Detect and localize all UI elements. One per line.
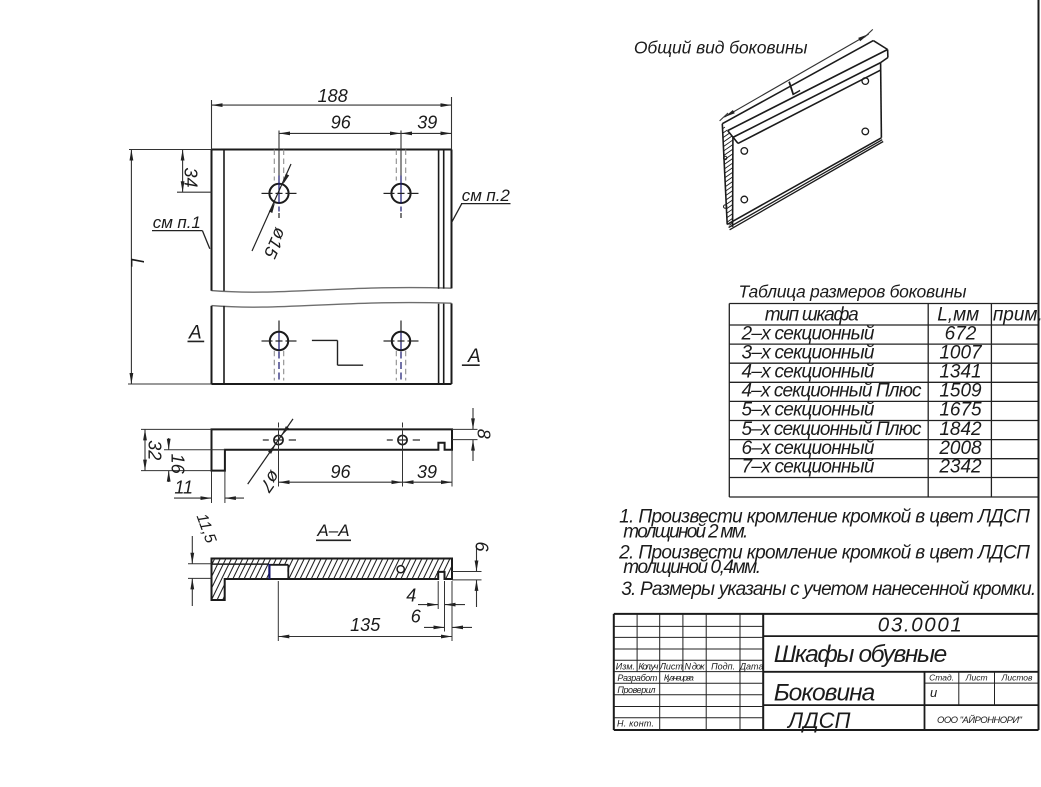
svg-text:Н. конт.: Н. конт. xyxy=(617,719,654,729)
svg-text:Таблица размеров боковины: Таблица размеров боковины xyxy=(739,282,967,302)
svg-text:Общий вид боковины: Общий вид боковины xyxy=(634,38,808,58)
svg-text:4–х секционный Плюс: 4–х секционный Плюс xyxy=(742,381,923,402)
svg-text:1007: 1007 xyxy=(939,342,983,363)
svg-text:135: 135 xyxy=(350,615,381,635)
svg-text:2–х секционный: 2–х секционный xyxy=(741,323,875,344)
svg-text:Разработ: Разработ xyxy=(617,673,658,683)
svg-text:11: 11 xyxy=(174,478,193,498)
svg-text:7–х секционный: 7–х секционный xyxy=(742,457,875,478)
svg-text:03.0001: 03.0001 xyxy=(878,614,962,637)
svg-text:1509: 1509 xyxy=(939,381,982,402)
svg-text:39: 39 xyxy=(417,462,437,482)
svg-text:1. Произвести кромление кро: 1. Произвести кромление кромкой в цвет Л… xyxy=(619,507,1030,528)
svg-text:ЛДСП: ЛДСП xyxy=(786,708,850,733)
svg-text:толщиной 0,4мм.: толщиной 0,4мм. xyxy=(623,557,761,578)
svg-text:Листов: Листов xyxy=(1001,673,1034,683)
svg-text:4: 4 xyxy=(406,585,416,605)
svg-text:1842: 1842 xyxy=(939,419,982,440)
svg-text:ООО "АЙРОННОРИ": ООО "АЙРОННОРИ" xyxy=(937,714,1023,726)
svg-text:6: 6 xyxy=(411,606,422,626)
svg-text:Проверил: Проверил xyxy=(617,685,655,695)
svg-text:N док: N док xyxy=(685,662,706,672)
svg-text:толщиной 2 мм.: толщиной 2 мм. xyxy=(623,521,748,542)
svg-text:6–х секционный: 6–х секционный xyxy=(742,438,875,459)
svg-text:тип шкафа: тип шкафа xyxy=(765,304,859,325)
svg-text:16: 16 xyxy=(168,454,188,475)
svg-text:Шкафы обувные: Шкафы обувные xyxy=(774,641,948,668)
svg-text:L,мм: L,мм xyxy=(937,304,979,325)
svg-text:A–A: A–A xyxy=(316,521,349,540)
svg-text:96: 96 xyxy=(331,112,352,132)
svg-text:A: A xyxy=(467,346,481,367)
svg-text:32: 32 xyxy=(144,440,164,460)
svg-text:3. Размеры указаны с учето: 3. Размеры указаны с учетом нанесенной к… xyxy=(621,579,1036,600)
svg-text:96: 96 xyxy=(330,462,351,482)
svg-text:Изм.: Изм. xyxy=(616,662,635,672)
svg-text:672: 672 xyxy=(945,323,977,344)
svg-text:6: 6 xyxy=(471,541,491,552)
svg-text:Стад.: Стад. xyxy=(929,673,954,683)
svg-text:5–х секционный: 5–х секционный xyxy=(742,400,875,421)
svg-text:5–х секционный Плюс: 5–х секционный Плюс xyxy=(742,419,923,440)
svg-text:Кузнецова: Кузнецова xyxy=(664,673,694,683)
svg-text:2. Произвести кромление кро: 2. Произвести кромление кромкой в цвет Л… xyxy=(618,543,1030,564)
svg-text:Подп.: Подп. xyxy=(711,662,735,672)
svg-text:Кол.уч: Кол.уч xyxy=(638,662,658,672)
svg-text:см п.1: см п.1 xyxy=(153,213,201,232)
svg-text:4–х секционный: 4–х секционный xyxy=(742,362,875,383)
svg-text:34: 34 xyxy=(181,167,201,187)
svg-text:8: 8 xyxy=(473,429,493,439)
svg-text:1675: 1675 xyxy=(939,400,982,421)
svg-text:Лист: Лист xyxy=(659,662,684,672)
svg-text:прим.: прим. xyxy=(993,304,1041,325)
svg-text:188: 188 xyxy=(318,86,348,106)
svg-text:2008: 2008 xyxy=(938,438,982,459)
svg-text:Боковина: Боковина xyxy=(774,680,876,707)
svg-text:2342: 2342 xyxy=(938,457,982,478)
svg-text:L: L xyxy=(127,258,147,268)
svg-text:Лист: Лист xyxy=(965,673,988,683)
svg-text:39: 39 xyxy=(417,112,437,132)
svg-text:см п.2: см п.2 xyxy=(462,186,511,205)
svg-text:3–х секционный: 3–х секционный xyxy=(742,342,875,363)
svg-text:и: и xyxy=(930,685,937,700)
svg-text:A: A xyxy=(188,323,202,344)
svg-text:Дата: Дата xyxy=(739,662,764,672)
svg-text:1341: 1341 xyxy=(939,362,981,383)
